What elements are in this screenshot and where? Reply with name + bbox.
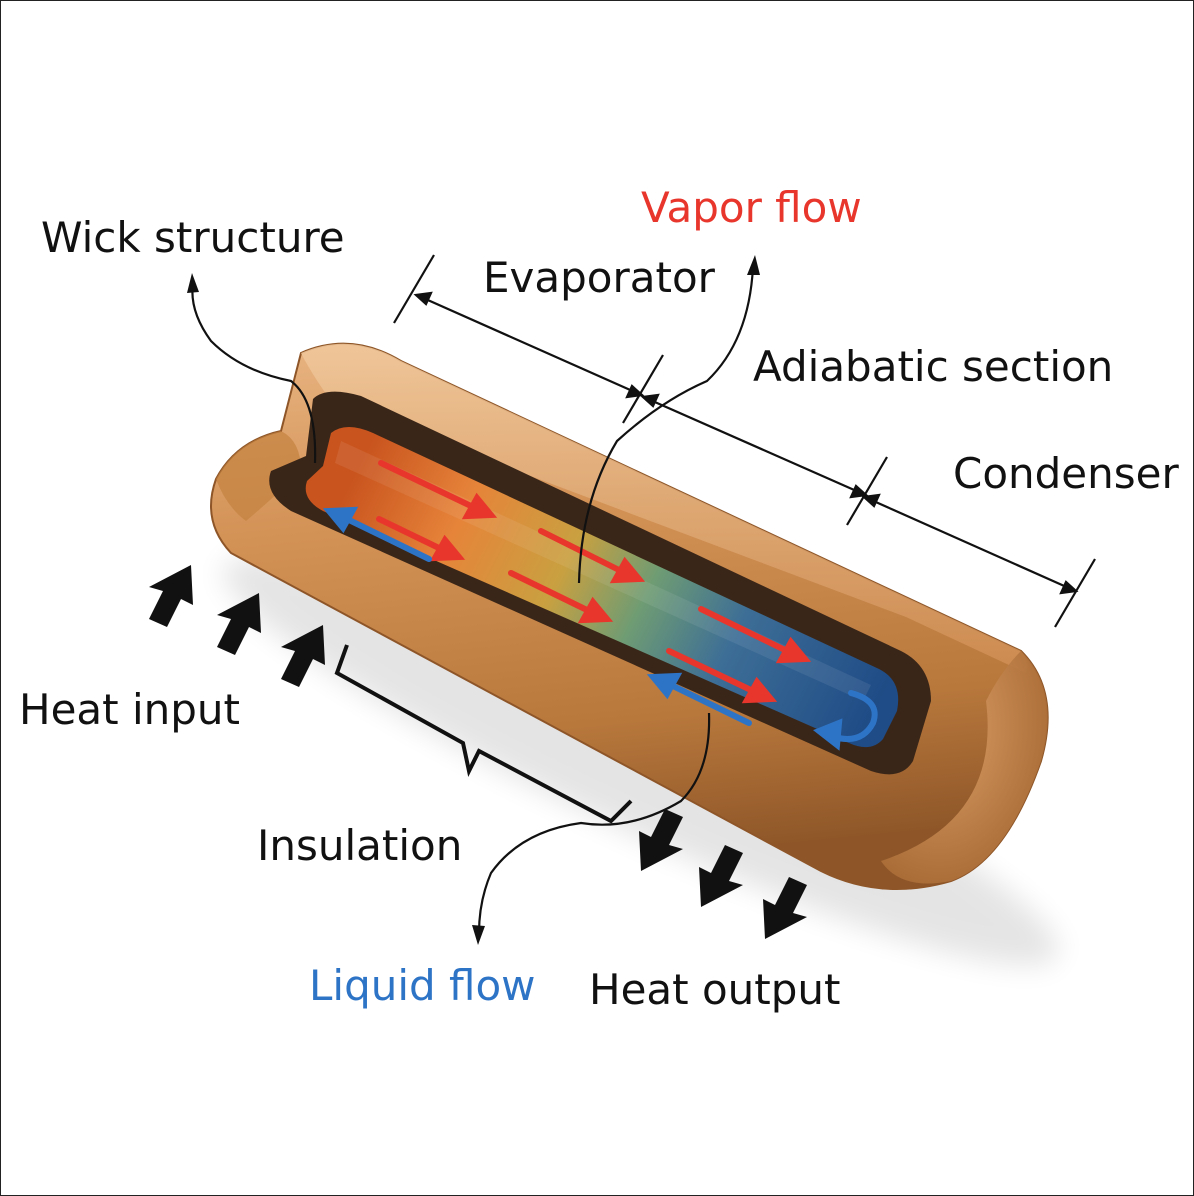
label-heat-output: Heat output <box>589 965 841 1014</box>
insulation-bracket <box>334 644 633 824</box>
pipe-left-cap <box>216 431 301 521</box>
leader-arrowheads <box>187 255 760 945</box>
section-dimensions <box>393 254 1096 628</box>
label-evaporator: Evaporator <box>483 253 715 302</box>
liquid-leader <box>477 712 711 934</box>
heat-output-arrows <box>639 809 807 939</box>
label-heat-input: Heat input <box>19 685 241 734</box>
label-liquid-flow: Liquid flow <box>309 961 536 1010</box>
vapor-arrows <box>376 460 812 704</box>
label-adiabatic-section: Adiabatic section <box>753 342 1114 391</box>
label-insulation: Insulation <box>257 821 463 870</box>
liquid-return-swirl <box>828 690 878 742</box>
pipe-top-highlight <box>301 343 1028 673</box>
leader-lines <box>191 266 755 934</box>
heat-input-arrows <box>149 565 325 687</box>
pipe-end-cap <box>881 651 1048 884</box>
label-wick-structure: Wick structure <box>41 213 345 262</box>
label-condenser: Condenser <box>953 449 1179 498</box>
vapor-leader <box>577 266 755 584</box>
vapor-channel <box>305 427 899 748</box>
wick-leader <box>191 282 317 464</box>
liquid-arrows <box>322 506 878 751</box>
label-vapor-flow: Vapor flow <box>641 183 862 232</box>
